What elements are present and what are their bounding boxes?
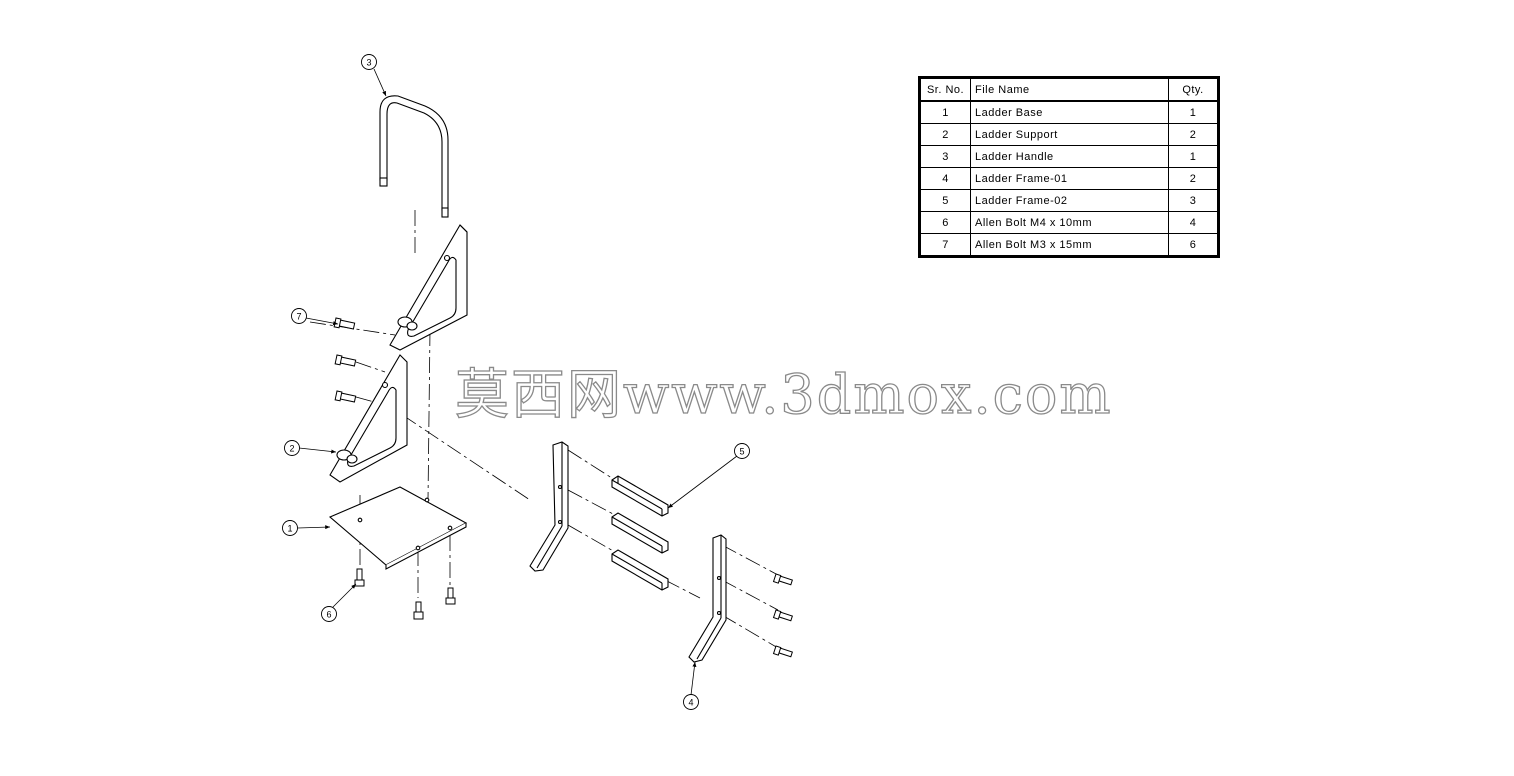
cell-sr-no: 6 — [919, 211, 971, 234]
bolt-m3-2 — [334, 354, 357, 367]
svg-text:5: 5 — [739, 447, 744, 457]
ladder-support-upper — [389, 224, 468, 351]
cell-file-name: Ladder Frame-02 — [970, 189, 1169, 212]
svg-text:2: 2 — [289, 444, 294, 454]
cell-file-name: Ladder Support — [970, 123, 1169, 146]
cell-sr-no: 2 — [919, 123, 971, 146]
cell-qty: 2 — [1168, 167, 1219, 190]
ladder-handle — [379, 95, 449, 218]
table-header-row: Sr. No. File Name Qty. — [919, 77, 1219, 102]
ladder-frame-01-right — [688, 534, 727, 663]
cell-sr-no: 7 — [919, 233, 971, 257]
cell-file-name: Ladder Base — [970, 100, 1169, 124]
svg-text:7: 7 — [296, 312, 301, 322]
cell-qty: 4 — [1168, 211, 1219, 234]
bolt-m4-2 — [413, 601, 424, 620]
balloon-3: 3 — [361, 54, 387, 97]
bolt-m4-3 — [445, 587, 456, 605]
cell-file-name: Ladder Frame-01 — [970, 167, 1169, 190]
bill-of-materials-table: Sr. No. File Name Qty. 1 Ladder Base 1 2… — [918, 76, 1220, 258]
table-row: 6 Allen Bolt M4 x 10mm 4 — [919, 211, 1219, 234]
cell-file-name: Ladder Handle — [970, 145, 1169, 168]
bolt-m3-6 — [772, 645, 793, 658]
table-row: 2 Ladder Support 2 — [919, 123, 1219, 146]
balloon-5: 5 — [667, 443, 750, 509]
cell-qty: 1 — [1168, 145, 1219, 168]
table-row: 7 Allen Bolt M3 x 15mm 6 — [919, 233, 1219, 257]
table-row: 1 Ladder Base 1 — [919, 100, 1219, 124]
balloon-7: 7 — [291, 308, 339, 326]
cell-file-name: Allen Bolt M3 x 15mm — [970, 233, 1169, 257]
bolt-m3-4 — [772, 573, 793, 586]
cell-qty: 3 — [1168, 189, 1219, 212]
bolt-m4-1 — [354, 568, 365, 587]
cell-file-name: Allen Bolt M4 x 10mm — [970, 211, 1169, 234]
header-file-name: File Name — [970, 77, 1169, 102]
balloon-6: 6 — [321, 583, 357, 622]
cell-sr-no: 5 — [919, 189, 971, 212]
cell-qty: 2 — [1168, 123, 1219, 146]
watermark: 莫西网www.3dmox.com — [454, 362, 1113, 426]
balloon-1: 1 — [282, 520, 331, 536]
cell-sr-no: 3 — [919, 145, 971, 168]
table-row: 4 Ladder Frame-01 2 — [919, 167, 1219, 190]
ladder-base — [328, 486, 468, 570]
bolt-m3-3 — [334, 390, 357, 403]
svg-text:6: 6 — [326, 610, 331, 620]
cell-sr-no: 1 — [919, 100, 971, 124]
balloon-2: 2 — [284, 440, 337, 456]
cell-sr-no: 4 — [919, 167, 971, 190]
balloon-4: 4 — [683, 661, 699, 710]
table-row: 5 Ladder Frame-02 3 — [919, 189, 1219, 212]
cell-qty: 1 — [1168, 100, 1219, 124]
svg-text:4: 4 — [688, 698, 693, 708]
ladder-frame-01-left — [529, 441, 569, 572]
svg-text:1: 1 — [287, 524, 292, 534]
cell-qty: 6 — [1168, 233, 1219, 257]
ladder-support-lower — [329, 354, 408, 483]
svg-text:3: 3 — [366, 58, 371, 68]
table-row: 3 Ladder Handle 1 — [919, 145, 1219, 168]
ladder-frame-02 — [611, 475, 669, 591]
bolts — [333, 317, 793, 658]
header-qty: Qty. — [1168, 77, 1219, 102]
bolt-m3-5 — [772, 609, 793, 622]
header-sr-no: Sr. No. — [919, 77, 971, 102]
